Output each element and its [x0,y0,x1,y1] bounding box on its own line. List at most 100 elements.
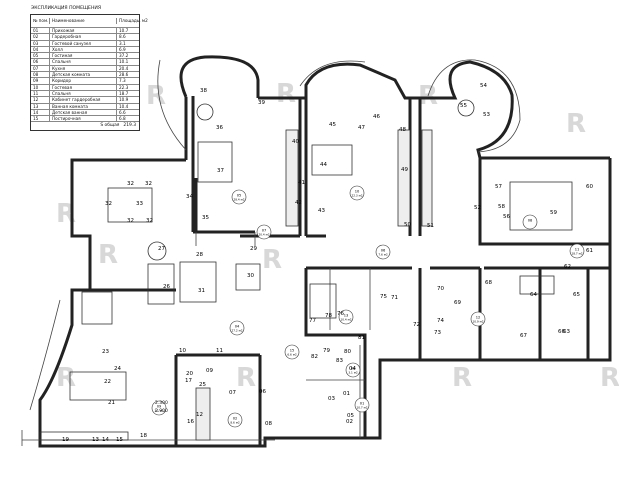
room-badge-area: 3.1 м2 [348,371,357,375]
furniture-number: 54 [480,83,487,89]
room-badge-circle [354,397,370,413]
cell-no: 11 [31,90,50,97]
header-name: Наименование [50,18,117,24]
furniture-number: 43 [318,208,325,214]
cell-no: 13 [31,103,50,109]
furniture-number: 47 [358,125,365,131]
cell-no: 01 [31,28,50,34]
watermark-logo: R [262,245,282,275]
room-badge-area: 18.7 м2 [571,252,582,256]
furniture-number: 52 [474,205,481,211]
room-badge-circle [345,362,361,378]
cell-no: 04 [31,46,50,53]
furniture-number: 21 [108,400,115,406]
furniture-number: 03 [328,396,335,402]
furniture-number: 08 [265,421,272,427]
bed [509,181,573,231]
header-area: Площадь, м2 [119,18,148,24]
watermark-layer: R R R R R R R R R R R [56,79,619,393]
cell-no: 05 [31,53,50,59]
furniture-number: 02 [346,419,353,425]
cell-area: 20.4 [119,65,129,71]
cell-area: 6.6 [119,109,126,115]
bathtub [309,283,337,319]
room-badge-number: 12 [476,316,481,320]
cell-name: Спальня [50,90,117,97]
cell-no: 03 [31,40,50,46]
furniture-number: 12 [196,412,203,418]
furniture-number: 57 [495,184,502,190]
wardrobe [421,129,433,227]
cell-area: 10.4 [119,103,129,109]
cell-name: Гостиная [50,53,117,59]
explication-title: ЭКСПЛИКАЦИЯ ПОМЕЩЕНИЯ [31,6,102,11]
room-badge-number: 13 [344,314,349,318]
round-table [196,103,214,121]
furniture-number: 32 [127,181,134,187]
wardrobe [397,129,411,227]
armchair [235,263,261,291]
furniture-number: 32 [145,181,152,187]
furniture-number: 63 [563,329,570,335]
walls [38,55,612,448]
watermark-logo: R [146,81,166,111]
watermark-logo: R [236,363,256,393]
cell-no: 10 [31,84,50,90]
room-badge-circle [375,244,391,260]
furniture-number: 31 [198,288,205,294]
furniture-number: 48 [399,127,406,133]
furniture-number: 78 [325,313,332,319]
room-badge-circle [569,243,585,259]
furniture-number: 18 [140,433,147,439]
watermark-logo: R [600,363,619,393]
room-badge-circle [231,189,247,205]
room-badge-area: 8.6 м2 [230,421,239,425]
furniture-number: 55 [460,103,467,109]
room-badge-area: 28.4 м2 [233,198,244,202]
furniture-number: 79 [323,348,330,354]
furniture-number: 66 [558,329,565,335]
cell-name: Прихожая [50,28,117,34]
furniture-number: 83 [336,358,343,364]
cell-name: Постирочная [50,116,117,122]
room-badge: 093.1 м2 [151,400,167,416]
furniture-number: 69 [454,300,461,306]
room-badge: 156.6 м2 [284,344,300,360]
furniture-number: 22 [104,379,111,385]
furniture-number: 05 [347,413,354,419]
furniture-number: 62 [564,264,571,270]
room-badge: 08 [522,214,538,230]
furniture-number: 65 [573,292,580,298]
room-badge-number: 03 [351,367,356,371]
watermark-logo: R [452,363,472,393]
cell-area: 28.6 [119,72,129,78]
cell-area: 8.6 [119,34,126,40]
furniture-number: 51 [427,223,434,229]
room-badge-circle [470,311,486,327]
cell-no: 09 [31,78,50,84]
sofa [197,141,233,183]
furniture-number: 33 [136,201,143,207]
room-badge-area: 10.7 м2 [356,406,367,410]
room-badge-circle [256,224,272,240]
furniture-number: 28 [196,252,203,258]
watermark-logo: R [566,109,586,139]
room-badge-area: 6.6 м2 [287,353,296,357]
furniture-number: 56 [503,214,510,220]
room-badge-circle [522,214,538,230]
furniture-number: 64 [530,292,537,298]
explication-total: S общая 219.3 [31,122,139,129]
furniture-number: 11 [216,348,223,354]
room-badge-number: 08 [528,219,533,223]
sofa [81,291,113,325]
